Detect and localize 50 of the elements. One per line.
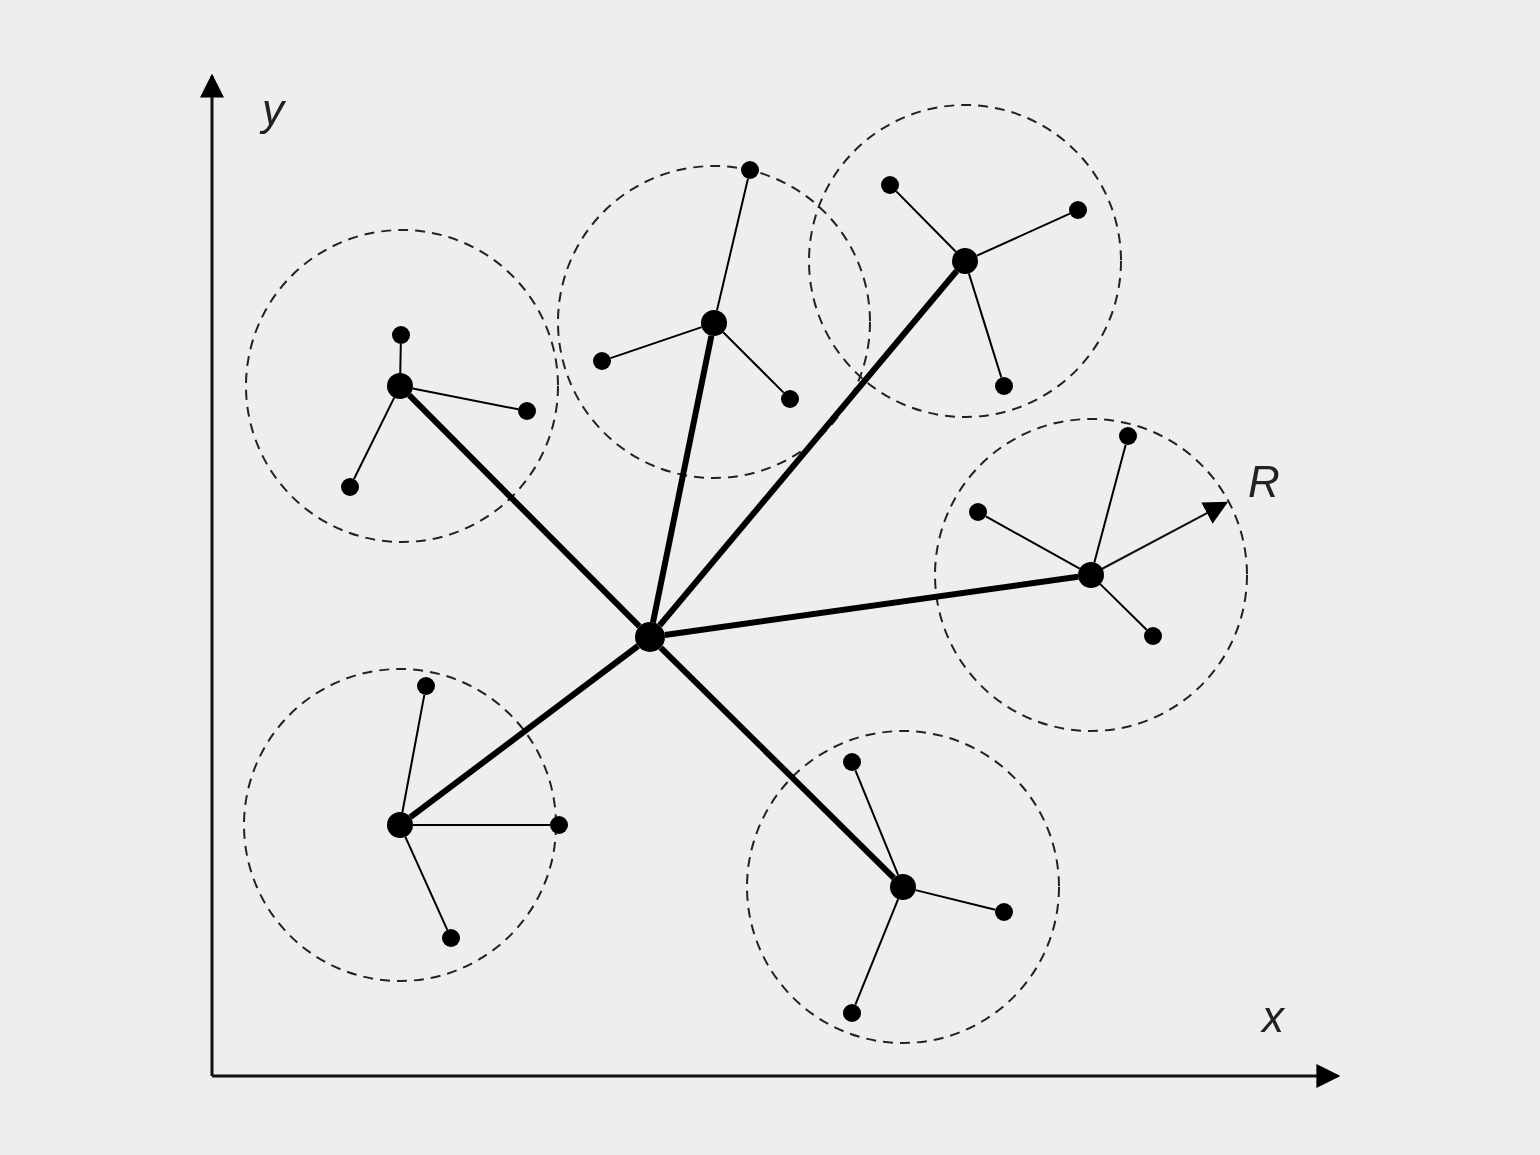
radius-label: R [1248,460,1280,504]
connector-line [854,769,900,876]
connector-line [657,269,959,628]
connector-line [404,835,449,931]
small-dot [995,903,1013,921]
small-dot [969,503,987,521]
connector-line [1099,583,1148,631]
small-dot [1119,427,1137,445]
small-dot [417,677,435,695]
connector-line [399,343,402,374]
connector-line [895,190,957,253]
small-dot [341,478,359,496]
small-dot [550,816,568,834]
large-dot [701,310,727,336]
connector-line [722,331,785,394]
connector-line [967,272,1003,379]
connector-line [408,643,640,820]
connector-line [411,387,520,411]
small-dot [843,753,861,771]
connector-line [914,889,997,911]
connector-line [664,573,1079,638]
connector-line [984,515,1081,570]
connector-line [401,693,426,814]
small-dot [741,161,759,179]
small-dot [442,929,460,947]
axis-label: x [1262,995,1284,1039]
large-dot [1078,562,1104,588]
connector-line [412,824,551,826]
small-dot [593,352,611,370]
small-dot [518,402,536,420]
small-dot [881,176,899,194]
small-dot [995,377,1013,395]
connector-line [609,326,703,360]
connector-line [716,177,749,312]
small-dot [1069,201,1087,219]
connector-line [658,645,896,880]
connector-line [650,335,715,623]
connector-line [854,898,900,1006]
large-dot [890,874,916,900]
small-dot [843,1004,861,1022]
large-dot [952,248,978,274]
large-dot [387,373,413,399]
connector-line [407,393,642,629]
connector-line [353,396,396,480]
small-dot [1144,627,1162,645]
large-dot [387,812,413,838]
connector-line [975,212,1071,257]
connector-line [1093,443,1127,564]
small-dot [781,390,799,408]
small-dot [392,326,410,344]
